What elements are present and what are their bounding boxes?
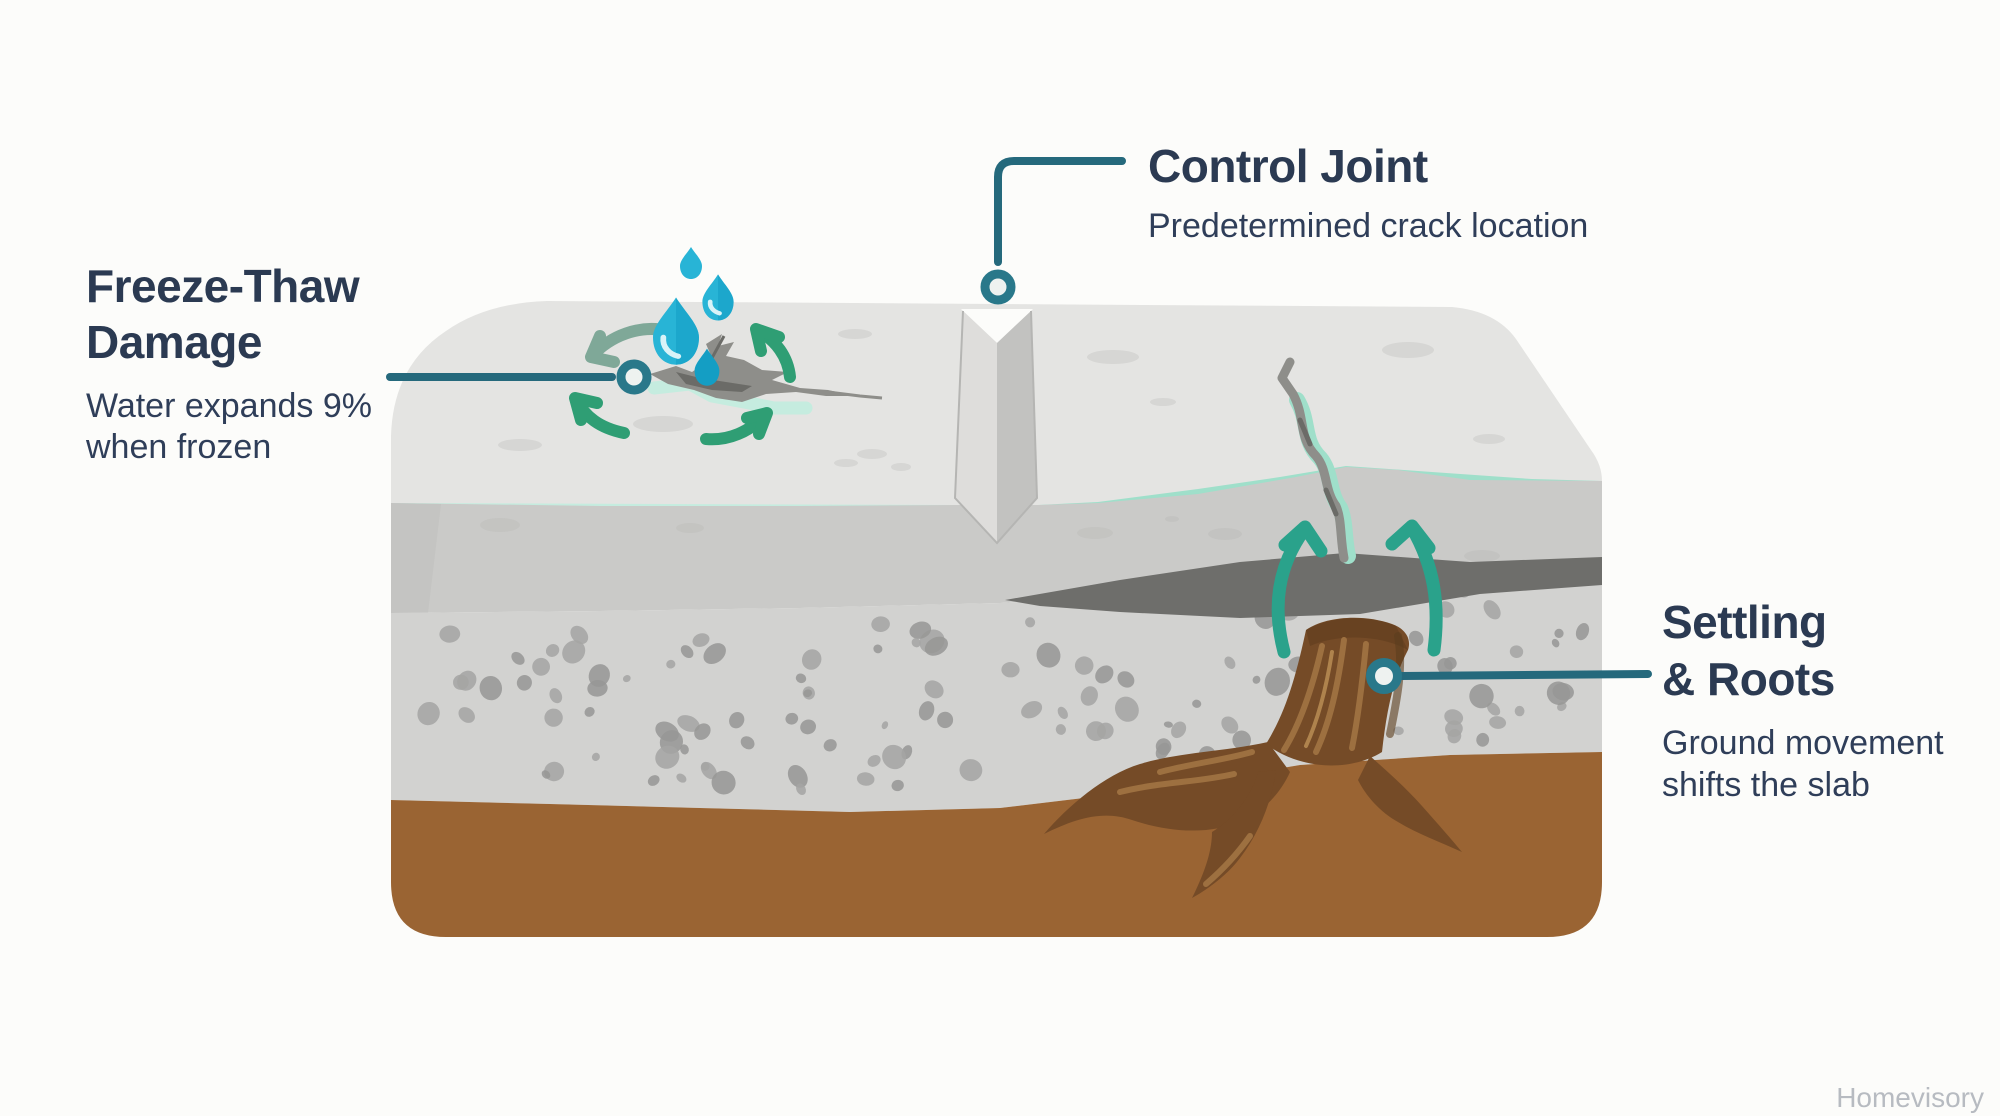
settling-subtitle-line1: Ground movement [1662, 724, 1944, 762]
circle-marker-icon [616, 269, 1402, 694]
settling-subtitle-line2: shifts the slab [1662, 766, 1870, 804]
freeze-thaw-subtitle-line1: Water expands 9% [86, 387, 372, 425]
surface-speckles [498, 329, 1505, 471]
freeze-thaw-title-line1: Freeze-Thaw [86, 260, 360, 312]
settling-connector [1398, 670, 1652, 680]
freeze-thaw-title-line2: Damage [86, 316, 262, 368]
root-grain-lines [1117, 637, 1369, 887]
void-shadow-wedge [1005, 553, 1602, 618]
watermark: Homevisory [1836, 1082, 1984, 1113]
freeze-thaw-label: Freeze-Thaw Damage Water expands 9% when… [86, 258, 372, 468]
control-joint-label: Control Joint Predetermined crack locati… [1148, 138, 1588, 247]
control-joint-marker [980, 269, 1016, 305]
callout-connectors [386, 157, 1652, 680]
control-joint-title: Control Joint [1148, 140, 1428, 192]
soil-layer [391, 752, 1602, 937]
freeze-thaw-subtitle-line2: when frozen [86, 428, 272, 466]
control-joint-groove [953, 309, 1039, 545]
settling-title-line1: Settling [1662, 596, 1827, 648]
settling-title-line2: & Roots [1662, 653, 1835, 705]
settling-roots-label: Settling & Roots Ground movement shifts … [1662, 594, 1944, 806]
control-joint-connector [994, 157, 1126, 266]
settling-marker [1366, 658, 1402, 694]
settling-crack [1277, 357, 1356, 564]
tree-root-icon [1044, 617, 1462, 898]
freeze-thaw-marker [616, 359, 652, 395]
water-droplets-icon [653, 247, 734, 386]
cycle-arrows-icon [569, 323, 796, 446]
freeze-thaw-crack [647, 334, 883, 415]
up-arrows-icon [1271, 519, 1443, 659]
control-joint-subtitle: Predetermined crack location [1148, 207, 1589, 245]
